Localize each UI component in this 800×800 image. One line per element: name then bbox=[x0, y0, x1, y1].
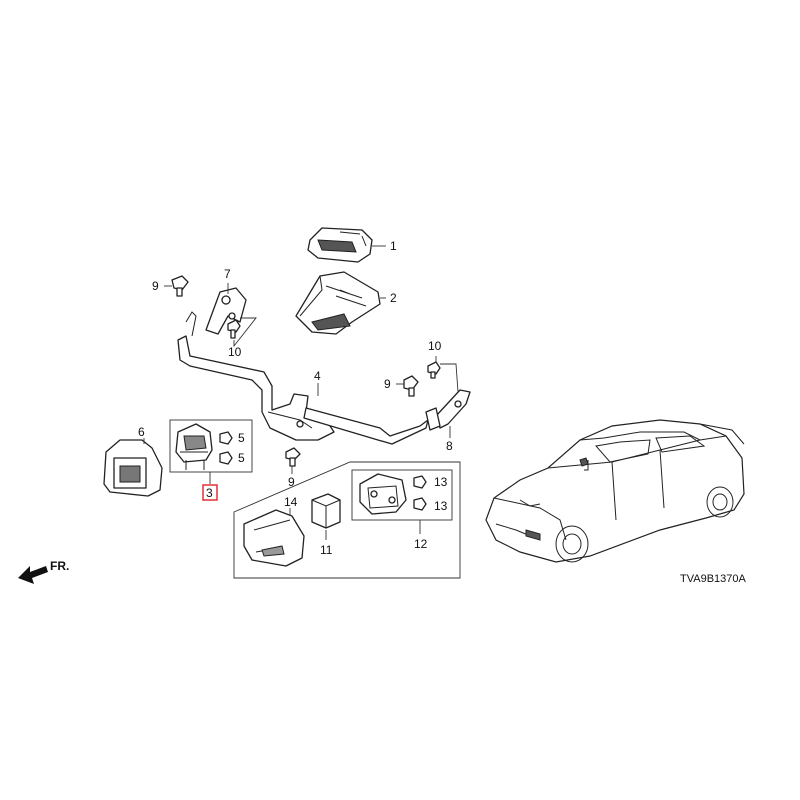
front-label: FR. bbox=[50, 559, 69, 573]
callout-9-upper-left: 9 bbox=[152, 279, 159, 293]
callout-3: 3 bbox=[206, 486, 213, 500]
part-3-group-frame bbox=[169, 419, 253, 473]
nut-5-lower bbox=[219, 451, 233, 465]
variant-frame bbox=[233, 461, 461, 579]
callout-13-upper: 13 bbox=[434, 475, 448, 489]
front-arrow-icon bbox=[18, 566, 48, 584]
nut-5-upper bbox=[219, 431, 233, 445]
callout-9-right: 9 bbox=[384, 377, 391, 391]
part-12-bracket bbox=[359, 473, 407, 515]
part-6-radar-cover bbox=[103, 439, 163, 497]
vehicle-outline bbox=[485, 419, 745, 563]
callout-9-center: 9 bbox=[288, 475, 295, 489]
part-4-bracket-rod bbox=[177, 311, 429, 445]
part-11-control-unit bbox=[311, 493, 341, 529]
part-14-sensor-cover bbox=[243, 509, 305, 567]
callout-8: 8 bbox=[446, 439, 453, 453]
part-7-bracket-left bbox=[205, 287, 247, 335]
part-8-bracket-right bbox=[425, 389, 471, 431]
callout-10-right: 10 bbox=[428, 339, 442, 353]
callout-13-lower: 13 bbox=[434, 499, 448, 513]
callout-7: 7 bbox=[224, 267, 231, 281]
bolt-9-right bbox=[403, 375, 419, 397]
callout-6: 6 bbox=[138, 425, 145, 439]
callout-5-lower: 5 bbox=[238, 451, 245, 465]
callout-1: 1 bbox=[390, 239, 397, 253]
nut-13-lower bbox=[413, 497, 427, 511]
bolt-10-right bbox=[427, 361, 441, 379]
callout-2: 2 bbox=[390, 291, 397, 305]
callout-3-highlight bbox=[202, 484, 218, 501]
callout-11: 11 bbox=[320, 543, 333, 557]
callout-14: 14 bbox=[284, 495, 298, 509]
callout-4: 4 bbox=[314, 369, 321, 383]
bolt-9-upper-left bbox=[171, 275, 189, 297]
bolt-9-center bbox=[285, 447, 301, 467]
part-3-radar-unit bbox=[175, 423, 213, 470]
bolt-10-left bbox=[227, 319, 241, 339]
callout-10-left: 10 bbox=[228, 345, 242, 359]
callout-12: 12 bbox=[414, 537, 428, 551]
nut-13-upper bbox=[413, 475, 427, 489]
part-2-camera-cover bbox=[295, 271, 381, 335]
part-1-camera bbox=[307, 227, 373, 263]
part-12-group-frame bbox=[351, 469, 453, 521]
callout-5-upper: 5 bbox=[238, 431, 245, 445]
diagram-code: TVA9B1370A bbox=[680, 573, 747, 585]
